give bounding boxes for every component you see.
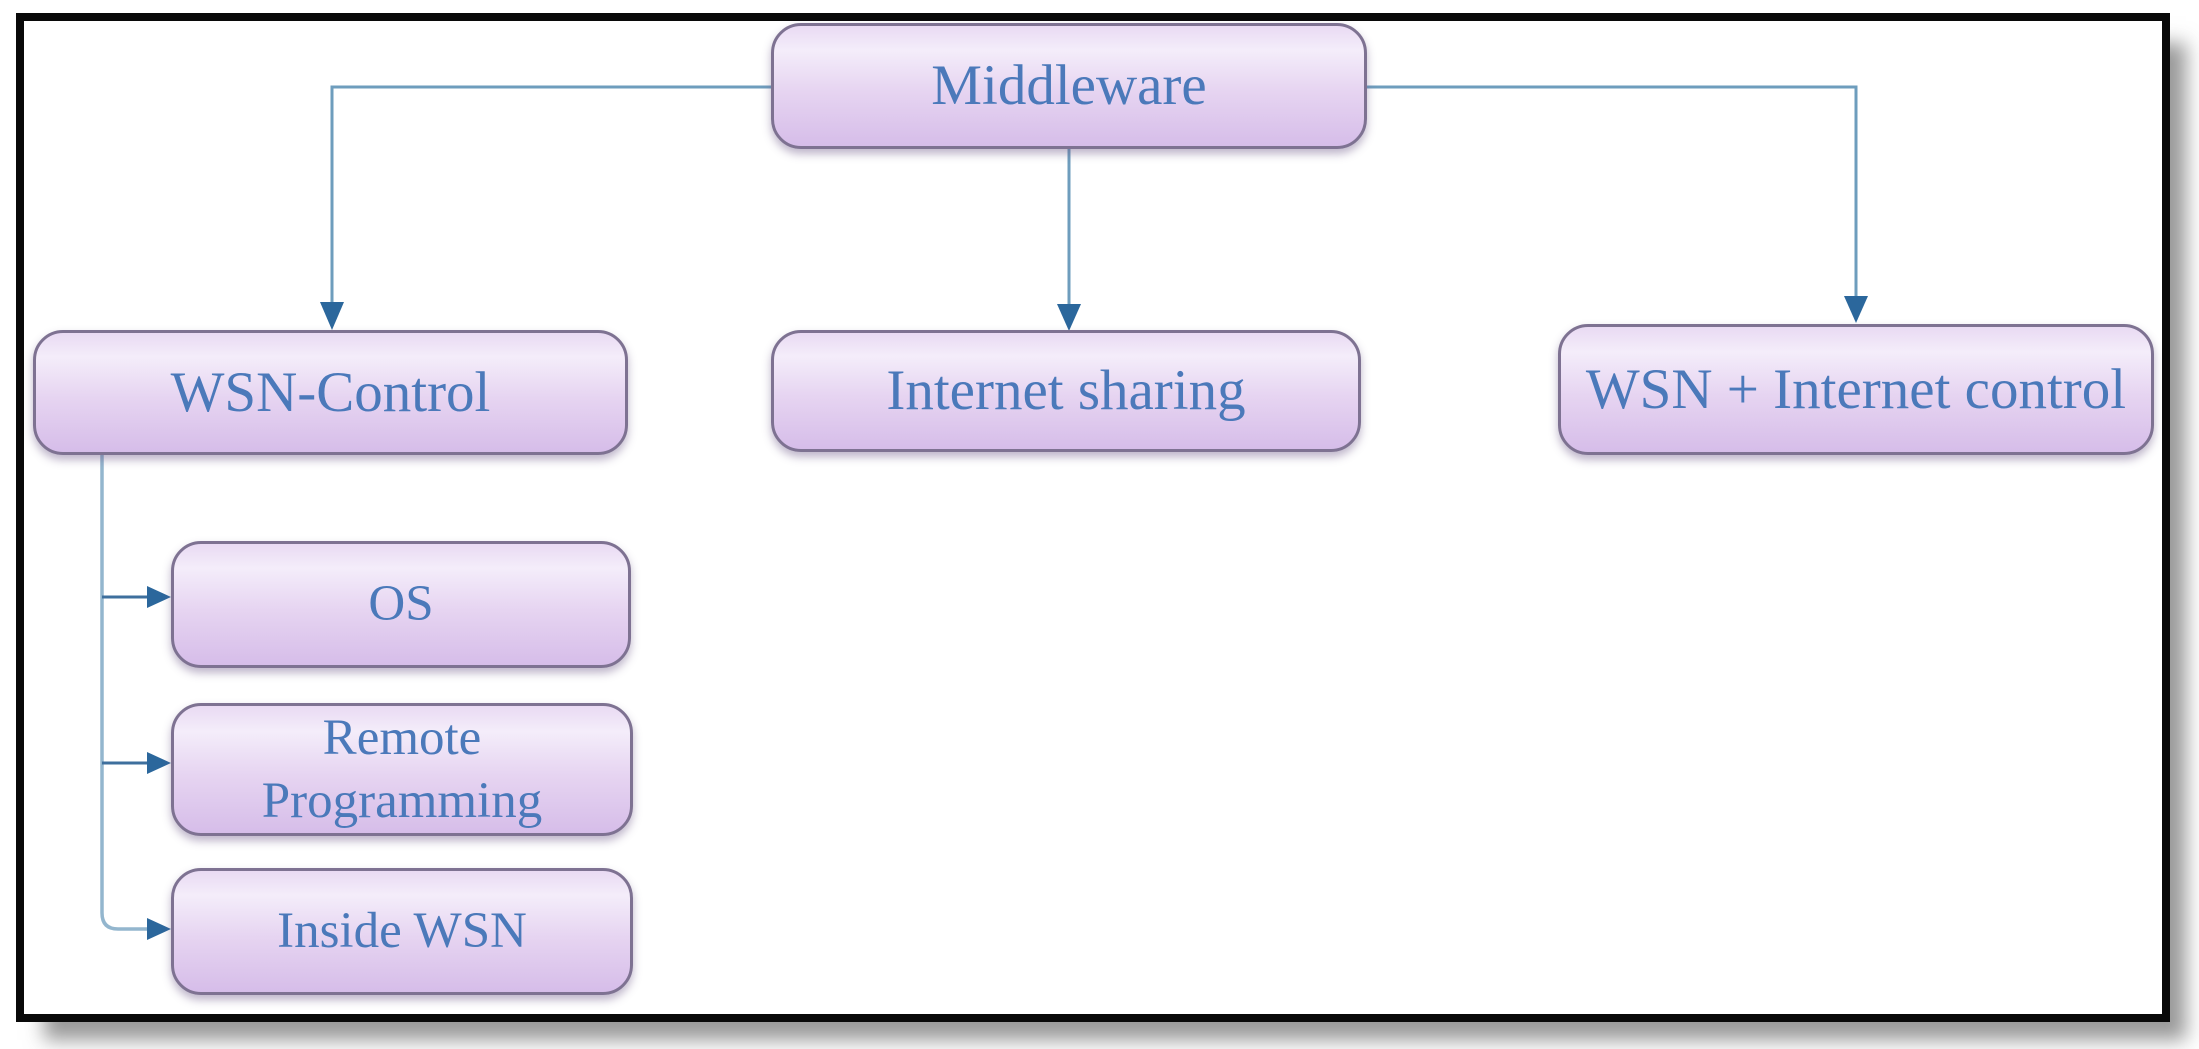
node-middleware: Middleware (771, 23, 1367, 149)
node-os: OS (171, 541, 631, 668)
node-os-label: OS (368, 576, 434, 633)
node-wsn-internet-control-label: WSN + Internet control (1585, 357, 2127, 421)
node-inside-wsn-label: Inside WSN (277, 903, 527, 960)
node-wsn-control: WSN-Control (33, 330, 628, 455)
node-middleware-label: Middleware (931, 54, 1207, 118)
node-internet-sharing: Internet sharing (771, 330, 1361, 452)
node-inside-wsn: Inside WSN (171, 868, 633, 995)
node-wsn-control-label: WSN-Control (170, 360, 491, 424)
node-remote-programming: Remote Programming (171, 703, 633, 836)
node-remote-programming-label: Remote Programming (261, 710, 543, 829)
node-wsn-internet-control: WSN + Internet control (1558, 324, 2154, 455)
node-internet-sharing-label: Internet sharing (886, 359, 1246, 423)
